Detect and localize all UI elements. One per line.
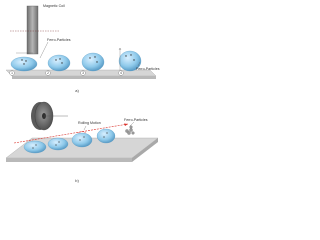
panel-b: Rolling Motion Ferro-Particles b) (5, 101, 159, 183)
ferro-particles-leader-1 (39, 41, 49, 59)
droplet-3 (81, 52, 105, 72)
ferro-particles-leader-b (129, 121, 135, 127)
stage-label-1: 1 (11, 71, 13, 75)
stage-label-2: 2 (47, 71, 49, 75)
figure: Magnetic Coil 1 2 (0, 0, 162, 189)
rolling-motion-label: Rolling Motion (78, 121, 101, 125)
rolling-motion-leader (83, 125, 87, 131)
droplet-4 (118, 47, 142, 72)
stage-label-4: 4 (120, 71, 122, 75)
droplet-2 (47, 54, 71, 72)
ferro-particles-leader-2 (137, 61, 141, 67)
panel-b-caption: b) (75, 178, 79, 183)
ferro-particles-label-1: Ferro-Particles (47, 38, 71, 42)
magnetic-coil-label: Magnetic Coil (43, 4, 65, 8)
droplet-b-3 (71, 131, 93, 148)
stage-marker-1 (9, 70, 15, 76)
panel-a-caption: a) (75, 88, 79, 93)
magnet-disk (31, 101, 68, 131)
droplet-1 (10, 52, 38, 72)
stage-marker-3 (80, 70, 86, 76)
motion-arrow (13, 123, 129, 144)
substrate-b (5, 137, 159, 162)
stage-marker-4 (118, 70, 124, 76)
droplet-b-1 (23, 140, 47, 154)
stage-label-3: 3 (82, 71, 84, 75)
ferro-particle-cluster (125, 125, 135, 135)
droplet-b-4 (96, 128, 116, 144)
diagram-canvas: Magnetic Coil 1 2 (5, 4, 160, 183)
stage-marker-2 (45, 70, 51, 76)
ferro-particles-label-b: Ferro-Particles (124, 118, 148, 122)
magnetic-coil (10, 5, 60, 55)
stage-markers: 1 2 3 4 (9, 70, 124, 76)
panel-a: Magnetic Coil 1 2 (5, 4, 160, 93)
ferro-particles-label-2: Ferro-Particles (136, 67, 160, 71)
droplet-b-2 (47, 137, 69, 151)
